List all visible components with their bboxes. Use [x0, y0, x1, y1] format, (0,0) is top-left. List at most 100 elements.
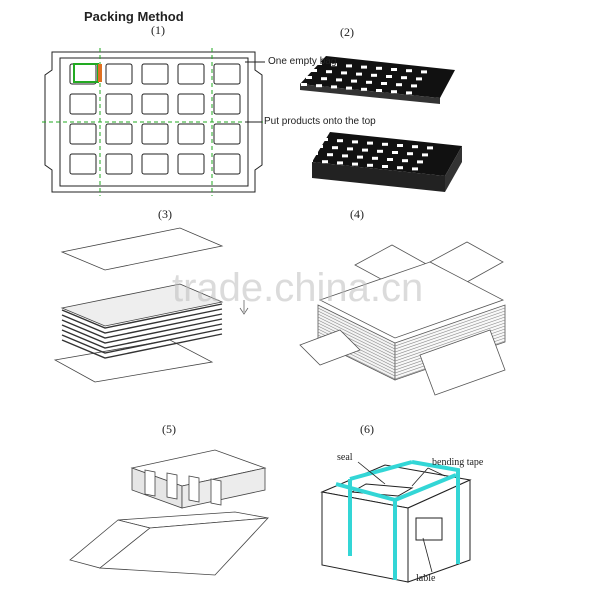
- tray-cell: [213, 153, 241, 175]
- step-label-3: (3): [158, 207, 172, 221]
- bag-cell: [341, 71, 347, 75]
- tray-stack-cell: [322, 138, 328, 141]
- tray-stack-cell: [357, 155, 363, 159]
- tray-stack-cell: [362, 148, 368, 152]
- step-label-2: (2): [340, 25, 354, 39]
- tray-stack-cell: [377, 149, 383, 153]
- tray-cell: [141, 63, 169, 85]
- tray-stack-cell: [327, 153, 333, 157]
- tray-stack-cell: [412, 145, 418, 149]
- tray-cell: [141, 93, 169, 115]
- stack-layer: [61, 333, 223, 359]
- tray-cell: [69, 153, 97, 175]
- tray-cell: [177, 93, 205, 115]
- step4-illustration: [299, 241, 506, 396]
- tray-highlight-orange: [98, 64, 102, 82]
- bag-cell: [376, 66, 382, 70]
- tray-cell: [213, 93, 241, 115]
- wrapped-layer: [317, 319, 506, 359]
- tray-cell: [213, 123, 241, 145]
- tray-stack-cell: [322, 160, 328, 164]
- bag-cell: [321, 77, 327, 81]
- tray-stack-cell: [402, 159, 408, 163]
- bag-cell: [306, 76, 312, 79]
- empty-bag-illustration: [300, 56, 455, 104]
- tray-stack-cell: [317, 145, 323, 148]
- tray-stack-cell: [382, 142, 388, 146]
- tray-stack-cell: [387, 158, 393, 161]
- stacked-trays-illustration: [307, 132, 462, 192]
- tray-cell: [213, 63, 241, 85]
- tray-stack-cell: [312, 152, 318, 155]
- bag-cell: [356, 72, 362, 76]
- wrapped-layer: [317, 313, 506, 353]
- stack-layer: [61, 328, 223, 354]
- tray-highlight-green: [73, 63, 99, 83]
- step-label-5: (5): [162, 422, 176, 436]
- label-seal: seal: [337, 452, 353, 463]
- tray-cell: [105, 123, 133, 145]
- bag-cell: [406, 91, 412, 95]
- tray-stack-cell: [412, 167, 418, 171]
- bag-cell: [351, 79, 357, 83]
- tray-cell: [69, 93, 97, 115]
- tray-cell: [141, 153, 169, 175]
- wrapped-layer: [317, 307, 506, 347]
- bag-cell: [336, 78, 342, 82]
- tray-stack-cell: [372, 156, 378, 160]
- bending-tape: [335, 460, 460, 580]
- bag-cell: [331, 63, 337, 67]
- bag-cell: [386, 75, 392, 78]
- diagram-title: Packing Method: [84, 9, 184, 24]
- tray-cell: [105, 93, 133, 115]
- wrapped-layer: [317, 316, 506, 356]
- bag-cell: [416, 77, 422, 81]
- stack-band: [144, 469, 156, 497]
- tray-cell: [177, 153, 205, 175]
- tray-stack-cell: [392, 151, 398, 154]
- bag-cell: [401, 76, 407, 80]
- bag-cell: [361, 87, 367, 91]
- tray-stack-cell: [367, 163, 373, 167]
- bag-cell: [406, 69, 412, 73]
- carton-illustration: [320, 464, 472, 583]
- tray-stack-cell: [367, 141, 373, 145]
- bag-cell: [366, 80, 372, 84]
- step3-illustration: [53, 227, 249, 383]
- step-label-6: (6): [360, 422, 374, 436]
- tray-stack-cell: [352, 140, 358, 144]
- bag-cell: [361, 65, 367, 69]
- tray-stack-cell: [382, 165, 388, 168]
- step-label-1: (1): [151, 23, 165, 37]
- stack-band: [210, 478, 222, 506]
- bag-cell: [346, 86, 352, 90]
- note-put-products: Put products onto the top: [264, 116, 376, 127]
- bag-cell: [301, 83, 307, 86]
- tray-cell: [177, 123, 205, 145]
- carton-leaders: [357, 461, 446, 573]
- bag-cell: [391, 90, 397, 94]
- bag-cell: [381, 82, 387, 85]
- tray-stack-cell: [337, 139, 343, 143]
- tray-stack-cell: [307, 159, 313, 162]
- watermark: trade.china.cn: [172, 266, 424, 310]
- bag-cell: [421, 70, 427, 74]
- tray-stack-cell: [337, 161, 343, 165]
- tray-stack-cell: [417, 160, 423, 164]
- bag-cell: [391, 68, 397, 71]
- bag-cell: [316, 62, 322, 65]
- tray-stack-cell: [332, 146, 338, 150]
- stack-band: [188, 475, 200, 503]
- stack-layer: [61, 313, 223, 339]
- bag-cell: [346, 64, 352, 68]
- wrapped-layer: [317, 310, 506, 350]
- tray-top-view: [44, 51, 263, 193]
- tray-cell: [69, 123, 97, 145]
- tray-stack-cell: [422, 153, 428, 157]
- tray-stack-cell: [427, 146, 433, 150]
- tray-stack-cell: [347, 147, 353, 151]
- stack-band: [166, 472, 178, 500]
- bag-cell: [371, 73, 377, 77]
- stack-layer: [61, 318, 223, 344]
